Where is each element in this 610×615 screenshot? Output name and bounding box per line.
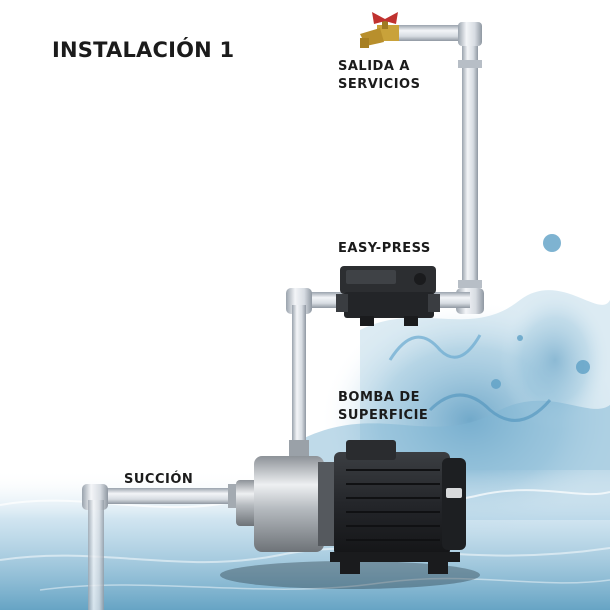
label-salida-line1: SALIDA A [338, 59, 410, 74]
pipe-network [82, 22, 484, 610]
label-bomba-line1: BOMBA DE [338, 390, 421, 405]
faucet-icon [360, 12, 399, 48]
label-succion: SUCCIÓN [124, 472, 194, 487]
easy-press-device [336, 266, 440, 326]
surface-pump [220, 440, 480, 589]
label-easy-press: EASY-PRESS [338, 241, 431, 256]
label-salida-servicios: SALIDA A SERVICIOS [338, 58, 420, 94]
label-bomba-superficie: BOMBA DE SUPERFICIE [338, 389, 428, 425]
page-title: INSTALACIÓN 1 [52, 38, 235, 62]
label-bomba-line2: SUPERFICIE [338, 408, 429, 423]
label-salida-line2: SERVICIOS [338, 77, 421, 92]
